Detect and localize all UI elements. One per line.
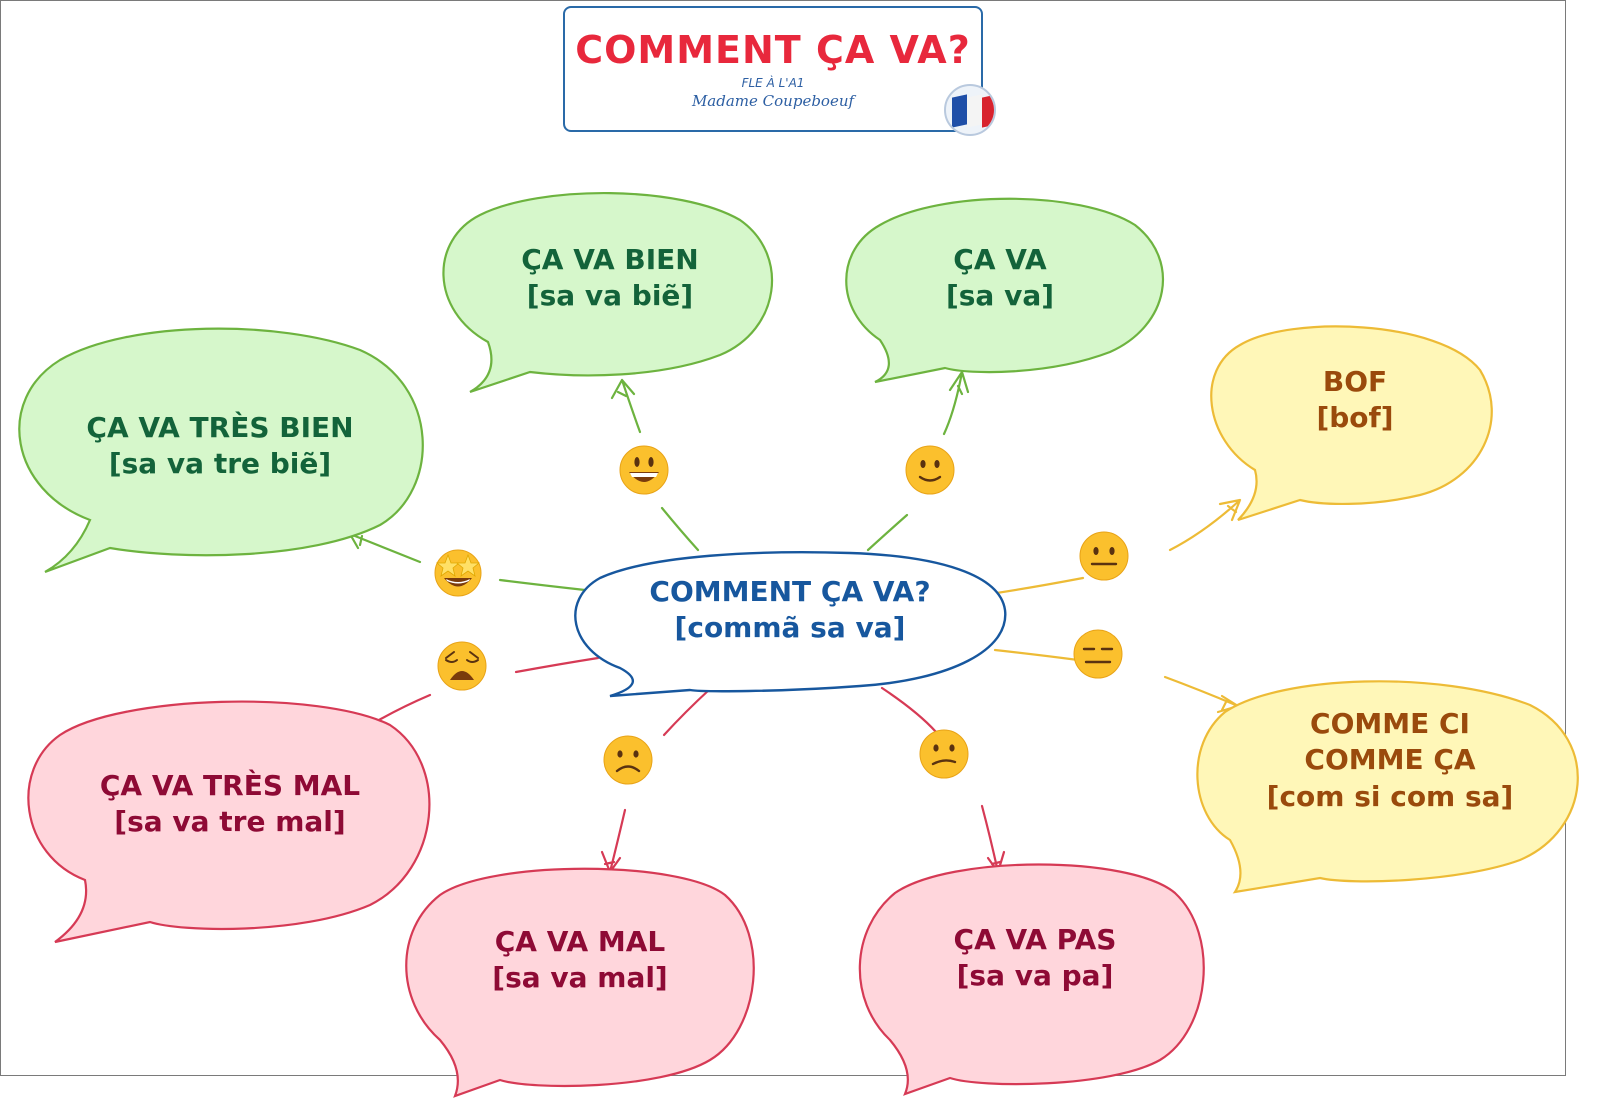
pronunciation-bof: [bof] bbox=[1316, 401, 1394, 435]
bubble-shape-comme-ci bbox=[1196, 680, 1579, 894]
frowning-face-icon bbox=[603, 735, 653, 785]
arrow-mal bbox=[600, 808, 627, 874]
connector-bof bbox=[988, 576, 1085, 596]
pronunciation-ca-va: [sa va] bbox=[945, 279, 1055, 313]
pronunciation-mal: [sa va mal] bbox=[492, 961, 668, 995]
arrow-bien bbox=[610, 378, 642, 434]
connector-tres-bien bbox=[498, 578, 587, 592]
bubble-shape-ca-va bbox=[845, 197, 1165, 384]
connector-bien bbox=[660, 506, 700, 552]
center-phrase: COMMENT ÇA VA? bbox=[649, 575, 931, 608]
phrase-comme-ci-line1: COMME CI bbox=[1310, 707, 1470, 740]
phrase-tres-mal: ÇA VA TRÈS MAL bbox=[99, 769, 361, 802]
center-pronunciation: [commã sa va] bbox=[674, 611, 906, 645]
neutral-face-icon bbox=[1079, 531, 1129, 581]
arrow-pas bbox=[980, 804, 1006, 874]
grinning-face-icon bbox=[619, 445, 669, 495]
bubble-bien: ÇA VA BIEN [sa va biẽ] bbox=[440, 242, 780, 315]
bubble-shape-tres-mal bbox=[27, 700, 431, 944]
connector-ca-va bbox=[866, 513, 909, 552]
weary-face-icon bbox=[437, 641, 487, 691]
bubble-shape-bien bbox=[442, 191, 773, 394]
phrase-pas: ÇA VA PAS bbox=[953, 923, 1117, 956]
bubble-shape-bof bbox=[1210, 325, 1493, 522]
connector-mal bbox=[662, 687, 712, 737]
expressionless-face-icon bbox=[1073, 629, 1123, 679]
phrase-ca-va: ÇA VA bbox=[953, 243, 1047, 276]
title-author: Madame Coupeboeuf bbox=[691, 92, 855, 110]
phrase-tres-bien: ÇA VA TRÈS BIEN bbox=[86, 411, 354, 444]
pronunciation-tres-mal: [sa va tre mal] bbox=[114, 805, 346, 839]
phrase-mal: ÇA VA MAL bbox=[494, 925, 666, 958]
connector-pas bbox=[880, 686, 938, 734]
title-level: FLE À L'A1 bbox=[741, 76, 805, 90]
title-heading: COMMENT ÇA VA? bbox=[575, 28, 971, 72]
pronunciation-comme-ci: [com si com sa] bbox=[1266, 779, 1514, 813]
arrow-bof bbox=[1168, 498, 1242, 552]
center-bubble: COMMENT ÇA VA? [commã sa va] bbox=[600, 574, 980, 647]
bubble-pas: ÇA VA PAS [sa va pa] bbox=[860, 922, 1210, 995]
bubble-shape-pas bbox=[858, 863, 1205, 1096]
star-struck-face-icon bbox=[434, 549, 482, 597]
phrase-comme-ci-line2: COMME ÇA bbox=[1304, 743, 1476, 777]
pronunciation-tres-bien: [sa va tre biẽ] bbox=[108, 447, 332, 481]
bubble-tres-bien: ÇA VA TRÈS BIEN [sa va tre biẽ] bbox=[20, 410, 420, 483]
slightly-smiling-face-icon bbox=[905, 445, 955, 495]
bubble-tres-mal: ÇA VA TRÈS MAL [sa va tre mal] bbox=[20, 768, 440, 841]
bubble-shape-tres-bien bbox=[18, 327, 424, 574]
connector-comme-ci bbox=[993, 648, 1080, 662]
phrase-bien: ÇA VA BIEN bbox=[521, 243, 699, 276]
arrow-comme-ci bbox=[1163, 675, 1240, 714]
bubble-shape-mal bbox=[405, 867, 755, 1098]
pronunciation-pas: [sa va pa] bbox=[956, 959, 1114, 993]
title-card: COMMENT ÇA VA? FLE À L'A1 Madame Coupebo… bbox=[563, 6, 983, 132]
bubble-mal: ÇA VA MAL [sa va mal] bbox=[410, 924, 750, 997]
bubble-comme-ci: COMME CI COMME ÇA [com si com sa] bbox=[1200, 706, 1580, 815]
pronunciation-bien: [sa va biẽ] bbox=[526, 279, 694, 313]
connector-tres-mal bbox=[514, 656, 600, 674]
bubble-shape-center bbox=[574, 551, 1007, 698]
french-flag-icon bbox=[944, 84, 996, 136]
confused-face-icon bbox=[919, 729, 969, 779]
bubble-ca-va: ÇA VA [sa va] bbox=[840, 242, 1160, 315]
arrow-tres-bien bbox=[348, 528, 422, 564]
phrase-bof: BOF bbox=[1322, 365, 1388, 398]
arrow-ca-va bbox=[942, 370, 970, 436]
bubble-bof: BOF [bof] bbox=[1220, 364, 1490, 437]
